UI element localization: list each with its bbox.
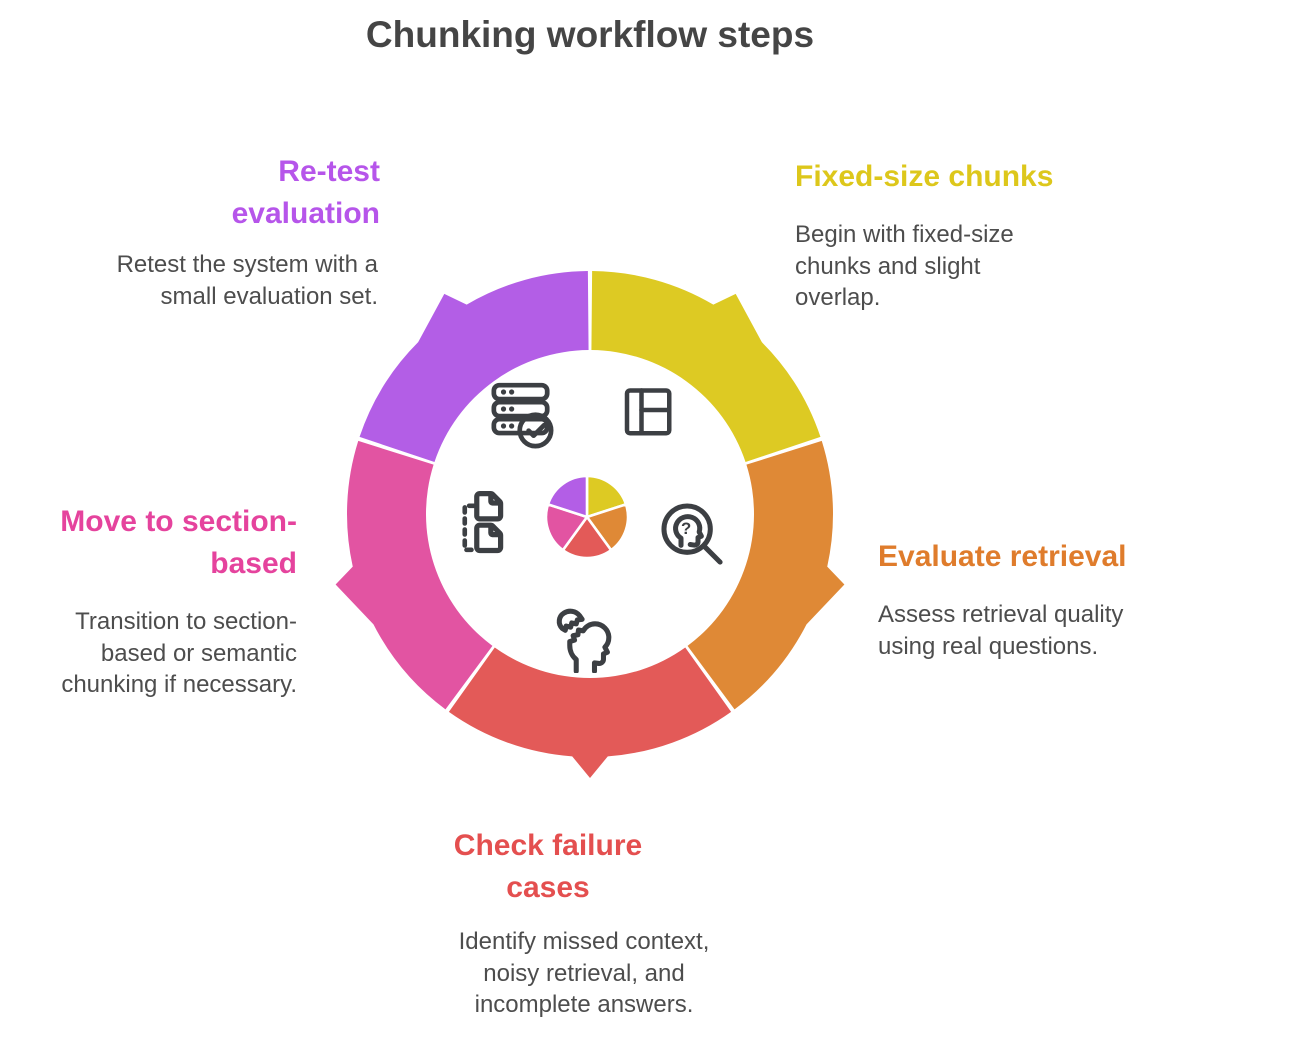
step-title: Fixed-size chunks [795, 160, 1054, 193]
step-description: Transition to section-based or semantic … [61, 608, 297, 699]
question-mark-glyph: ? [681, 519, 691, 538]
step-move-to-section-based-title: Move to section-based [47, 501, 297, 585]
step-title: Move to section-based [60, 505, 297, 580]
step-retest-evaluation-title: Re-test evaluation [200, 151, 380, 235]
step-move-to-section-based-desc: Transition to section-based or semantic … [41, 606, 297, 701]
workflow-ring-chart [335, 271, 845, 778]
step-title: Evaluate retrieval [878, 540, 1127, 573]
step-title: Re-test evaluation [231, 155, 380, 230]
ring-segment-bottom [448, 647, 732, 778]
step-evaluate-retrieval-title: Evaluate retrieval [878, 536, 1208, 578]
ring-segment-top-left [359, 271, 589, 462]
layout-panels-icon [624, 388, 672, 436]
step-description: Identify missed context, noisy retrieval… [458, 928, 710, 1019]
step-check-failure-cases-title: Check failure cases [433, 825, 663, 909]
server-check-icon [491, 382, 554, 449]
mini-pie-slice-right [585, 503, 630, 552]
ring-segment-right [687, 440, 845, 710]
step-evaluate-retrieval-desc: Assess retrieval quality using real ques… [878, 599, 1160, 662]
step-description: Begin with fixed-size chunks and slight … [795, 221, 1014, 312]
step-title: Check failure cases [453, 829, 643, 904]
mini-pie-slice-left [544, 503, 589, 552]
document-tree-icon [462, 490, 504, 554]
fragmented-head-icon [556, 608, 612, 673]
step-description: Assess retrieval quality using real ques… [878, 601, 1124, 660]
step-check-failure-cases-desc: Identify missed context, noisy retrieval… [441, 926, 727, 1021]
mini-pie-slice-bottom [561, 515, 613, 560]
page-title: Chunking workflow steps [365, 14, 815, 55]
mini-pie-slice-top-left [546, 474, 589, 519]
step-retest-evaluation-desc: Retest the system with a small evaluatio… [86, 249, 378, 312]
search-mind-icon: ? [661, 503, 723, 565]
step-description: Retest the system with a small evaluatio… [116, 251, 378, 310]
ring-segment-left [335, 440, 493, 710]
step-fixed-size-chunks-desc: Begin with fixed-size chunks and slight … [795, 219, 1045, 314]
mini-pie-icon [544, 474, 630, 560]
step-fixed-size-chunks-title: Fixed-size chunks [795, 156, 1125, 198]
ring-segment-top-right [591, 271, 821, 462]
